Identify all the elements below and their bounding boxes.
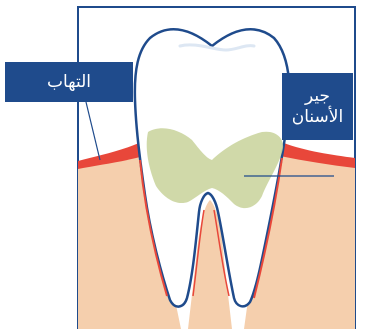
inflammation-label-text: التهاب [47,72,91,93]
inflammation-label: التهاب [5,62,133,102]
inflammation-leader-line [86,102,100,160]
tartar-label: جير الأسنان [282,73,353,140]
tartar-label-line2: الأسنان [292,107,343,128]
tartar-label-line1: جير [292,86,343,107]
